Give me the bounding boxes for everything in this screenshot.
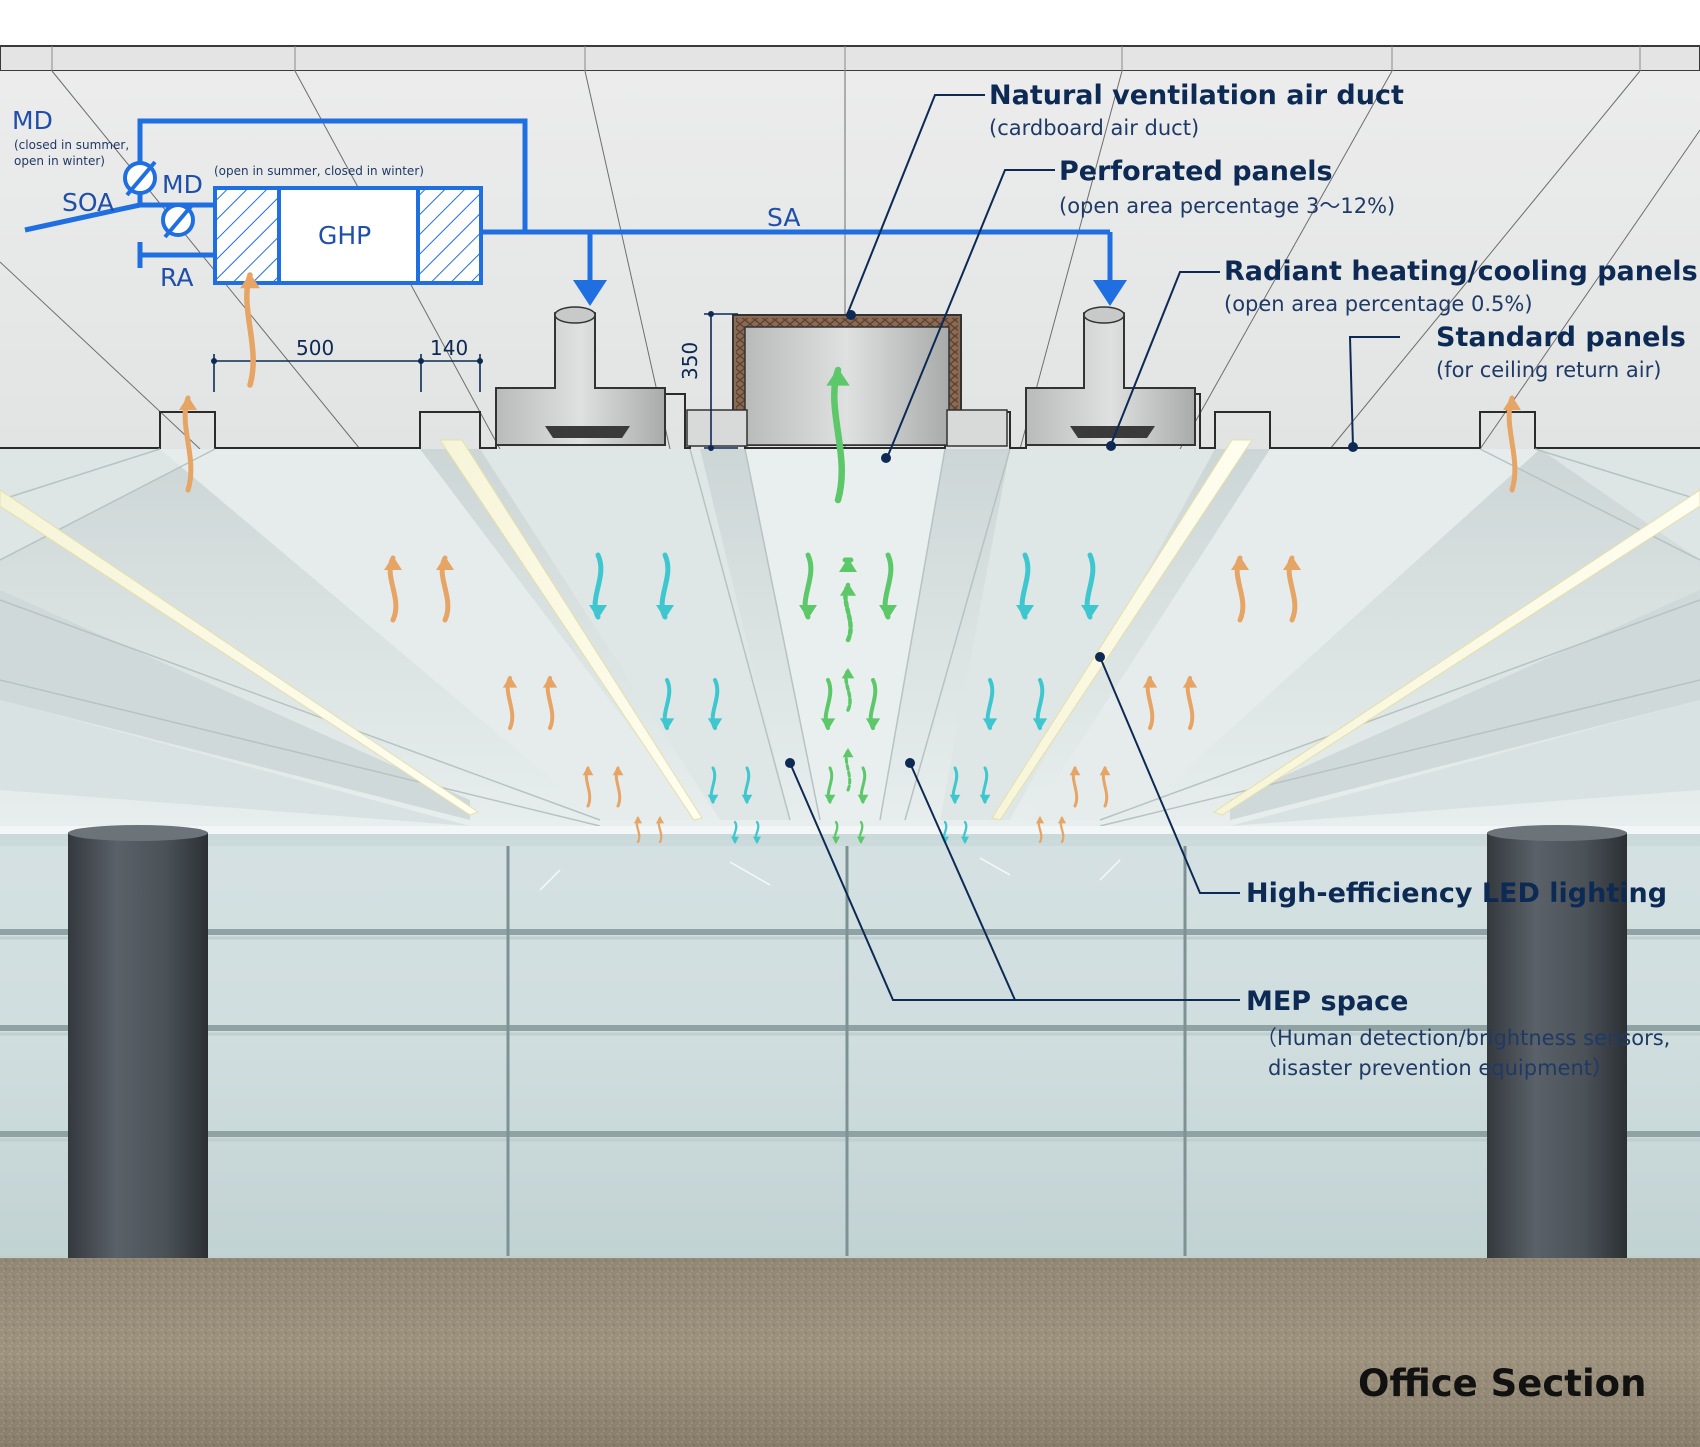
supply-arrow-left [573, 280, 607, 306]
natural-exhaust-arrow-head [842, 748, 854, 758]
supply-airflow-arrow-head [659, 718, 675, 730]
label-standard-sub: (for ceiling return air) [1436, 358, 1662, 382]
label-perforated-sub: (open area percentage 3～12%) [1059, 194, 1396, 218]
column-right [1487, 825, 1627, 1263]
supply-arrow-right [1093, 280, 1127, 306]
label-radiant-sub: (open area percentage 0.5%) [1224, 292, 1533, 316]
supply-airflow-arrow-head [707, 794, 719, 804]
ceiling-panels [0, 449, 1700, 826]
supply-airflow-arrow-head [1032, 718, 1048, 730]
led-strip [0, 489, 480, 816]
label-md-right: MD [162, 170, 203, 199]
supply-airflow-arrow-head [707, 718, 723, 730]
supply-airflow-arrow-head [1081, 605, 1099, 619]
natural-airflow-arrow-head [865, 718, 881, 730]
led-strip [439, 439, 703, 821]
dim-140: 140 [430, 336, 469, 360]
return-airflow-arrow-head [1283, 556, 1301, 570]
natural-airflow-arrow-head [831, 836, 841, 844]
return-airflow-arrow-head [1182, 676, 1198, 688]
label-natural-duct-sub: (cardboard air duct) [989, 116, 1200, 140]
supply-airflow-arrow-head [589, 605, 607, 619]
return-airflow-arrow-head [240, 273, 260, 289]
natural-ventilation-duct [686, 314, 1008, 447]
label-mep-sub1: （Human detection/brightness sensors, [1256, 1026, 1671, 1050]
label-md-left: MD [12, 106, 53, 135]
column-left [68, 825, 208, 1263]
supply-airflow-arrow-head [960, 836, 970, 844]
return-airflow-arrow-head [612, 766, 624, 776]
natural-airflow-arrow-head [820, 718, 836, 730]
return-airflow-arrow-head [542, 676, 558, 688]
return-airflow-arrow-head [1231, 556, 1249, 570]
return-airflow-arrow-head [1503, 396, 1521, 410]
label-ghp: GHP [318, 221, 372, 250]
label-md-left-note1: (closed in summer, [14, 138, 130, 152]
supply-unit-right [1025, 306, 1196, 446]
supply-airflow-arrow-head [656, 605, 674, 619]
label-md-left-note2: open in winter) [14, 154, 105, 168]
supply-airflow-arrow-head [949, 794, 961, 804]
return-airflow-arrow-head [1069, 766, 1081, 776]
label-natural-duct-title: Natural ventilation air duct [989, 80, 1404, 111]
supply-airflow-arrow-head [1016, 605, 1034, 619]
natural-exhaust-arrow-main-head [826, 368, 850, 386]
dim-350: 350 [678, 341, 702, 380]
glass-partition [0, 846, 1700, 1256]
ghp-unit [213, 186, 483, 285]
return-airflow-arrow-head [1035, 816, 1045, 824]
natural-exhaust-arrow-head [841, 668, 855, 679]
airflow-arrows [179, 272, 1521, 844]
natural-airflow-arrow-head [857, 794, 869, 804]
led-strip [991, 439, 1253, 821]
return-airflow-arrow-head [1057, 816, 1067, 824]
natural-airflow-arrow-head [799, 605, 817, 619]
led-strip [1212, 489, 1700, 816]
label-standard-title: Standard panels [1436, 322, 1686, 353]
label-radiant-title: Radiant heating/cooling panels [1224, 256, 1698, 287]
supply-airflow-arrow-head [982, 718, 998, 730]
structural-slab [0, 45, 1700, 72]
supply-unit-left [495, 306, 666, 446]
ceiling-profile [0, 393, 1700, 449]
return-airflow-arrow-head [179, 396, 197, 410]
label-perforated-title: Perforated panels [1059, 156, 1333, 187]
label-mep-sub2: disaster prevention equipment） [1268, 1056, 1614, 1080]
natural-exhaust-arrow-head [839, 583, 857, 596]
natural-exhaust-arrow-head [839, 558, 857, 573]
supply-airflow-arrow-head [979, 794, 991, 804]
natural-airflow-arrow-head [824, 794, 836, 804]
label-soa: SOA [62, 188, 115, 217]
return-airflow-arrow-head [633, 816, 643, 824]
return-airflow-arrow-head [582, 766, 594, 776]
damper-right [161, 202, 195, 239]
damper-left [123, 160, 157, 197]
return-airflow-arrow-head [1099, 766, 1111, 776]
dim-500: 500 [296, 336, 335, 360]
leader-lines [789, 94, 1400, 1001]
label-sa: SA [767, 203, 801, 232]
supply-airflow-arrow-head [730, 836, 740, 844]
natural-airflow-arrow-head [879, 605, 897, 619]
supply-airflow-arrow-head [741, 794, 753, 804]
label-md-right-note: (open in summer, closed in winter) [214, 164, 424, 178]
natural-airflow-arrow-head [856, 836, 866, 844]
diagram-title: Office Section [1358, 1362, 1647, 1405]
return-airflow-arrow-head [502, 676, 518, 688]
supply-airflow-arrow-head [752, 836, 762, 844]
label-mep-title: MEP space [1246, 986, 1409, 1017]
return-airflow-arrow-head [384, 556, 402, 570]
label-ra: RA [160, 263, 194, 292]
leader-dots [785, 310, 1358, 768]
return-airflow-arrow-head [436, 556, 454, 570]
label-led-title: High-efficiency LED lighting [1246, 878, 1668, 909]
return-airflow-arrow-head [1142, 676, 1158, 688]
return-airflow-arrow-head [655, 816, 665, 824]
